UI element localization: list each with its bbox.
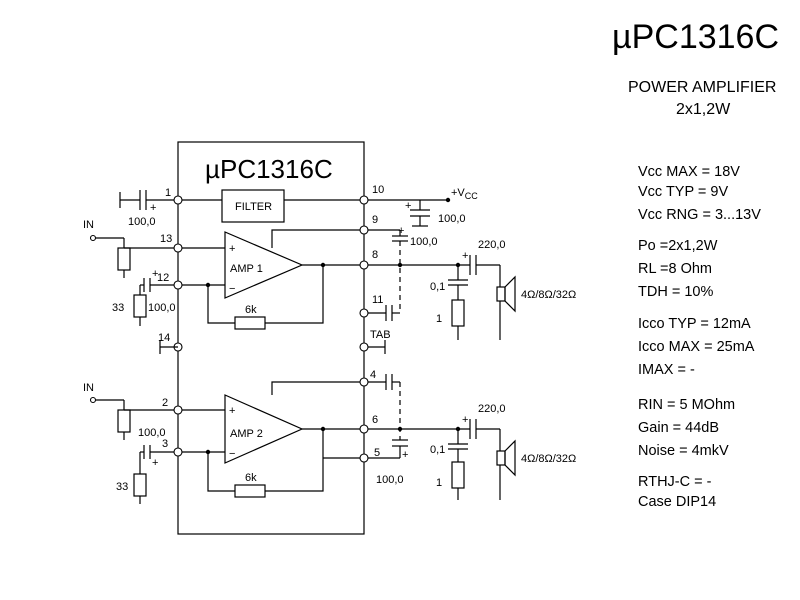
- nf-network-1: +: [133, 268, 174, 326]
- spec-tdh: TDH = 10%: [638, 284, 713, 300]
- pin-4: 4: [370, 369, 376, 381]
- amp1-fb-label: 6k: [245, 304, 257, 316]
- speaker2-value: 4Ω/8Ω/32Ω: [521, 453, 576, 465]
- zobel2-res-value: 1: [436, 477, 442, 489]
- amp1-fb-right: [265, 265, 324, 324]
- zobel-1: [448, 265, 468, 340]
- output-capacitor-2: +: [462, 414, 500, 439]
- pin-13: 13: [160, 233, 172, 245]
- chip-label: µPC1316C: [205, 154, 333, 184]
- pin-6: 6: [372, 414, 378, 426]
- filter-label: FILTER: [235, 201, 272, 213]
- spec-vcc-typ: Vcc TYP = 9V: [638, 184, 728, 200]
- output-capacitor-1: +: [462, 250, 500, 275]
- spec-vcc-max: Vcc MAX = 18V: [638, 164, 740, 180]
- amp2-fb-resistor: [234, 484, 266, 498]
- out2-cap-value: 220,0: [478, 403, 506, 415]
- spec-po: Po =2x1,2W: [638, 238, 718, 254]
- svg-text:+: +: [402, 449, 408, 461]
- spec-icco-max: Icco MAX = 25mA: [638, 339, 755, 355]
- nf1-cap-value: 100,0: [148, 302, 176, 314]
- bootstrap-capacitor-2: [368, 374, 400, 390]
- subtitle: POWER AMPLIFIER: [628, 79, 776, 96]
- svg-text:+: +: [150, 202, 156, 214]
- speaker-1: [496, 265, 516, 340]
- nf-network-2: +: [133, 445, 174, 504]
- zobel1-cap-value: 0,1: [430, 281, 445, 293]
- speaker-2: [496, 429, 516, 500]
- nf1-res-value: 33: [112, 302, 124, 314]
- spec-rin: RIN = 5 MOhm: [638, 397, 735, 413]
- boot1-cap-value: 100,0: [410, 236, 438, 248]
- pin-11: 11: [372, 294, 383, 306]
- spec-gain: Gain = 44dB: [638, 420, 719, 436]
- in2-label: IN: [83, 382, 94, 394]
- amp1-fb-resistor: [234, 316, 266, 330]
- part-number-title: µPC1316C: [612, 18, 779, 56]
- svg-text:+: +: [398, 225, 404, 237]
- vcc-capacitor: +: [405, 200, 430, 227]
- input-1: [89, 234, 174, 278]
- spec-imax: IMAX = -: [638, 362, 695, 378]
- filter-capacitor: +: [119, 190, 174, 214]
- pin5-capacitor: +: [368, 439, 408, 461]
- amp2-label: AMP 2: [230, 428, 263, 440]
- pin-tab: TAB: [370, 329, 391, 341]
- pin-10: 10: [372, 184, 384, 196]
- spec-vcc-rng: Vcc RNG = 3...13V: [638, 207, 761, 223]
- boot2-cap-value: 100,0: [376, 474, 404, 486]
- in1-label: IN: [83, 219, 94, 231]
- zobel1-res-value: 1: [436, 313, 442, 325]
- svg-text:+: +: [462, 414, 468, 426]
- svg-text:+: +: [152, 457, 158, 469]
- amp1-minus: −: [229, 283, 235, 295]
- zobel2-cap-value: 0,1: [430, 444, 445, 456]
- nf2-cap-value: 100,0: [138, 427, 166, 439]
- filter-cap-value: 100,0: [128, 216, 156, 228]
- pin-12: 12: [157, 272, 169, 284]
- amp2-boot-wire: [271, 381, 364, 395]
- pin-5: 5: [374, 447, 380, 459]
- spec-list: Vcc MAX = 18V Vcc TYP = 9V Vcc RNG = 3...1…: [638, 164, 761, 510]
- vcc-cap-value: 100,0: [438, 213, 466, 225]
- pin-1: 1: [165, 187, 171, 199]
- pin-8: 8: [372, 249, 378, 261]
- input-2: [89, 396, 174, 440]
- bootstrap-capacitor-1: +: [368, 225, 408, 242]
- power-rating: 2x1,2W: [676, 101, 731, 118]
- nf2-res-value: 33: [116, 481, 128, 493]
- vcc-label: +VCC: [451, 187, 478, 201]
- amp1-label: AMP 1: [230, 263, 263, 275]
- amp1-triangle: [224, 231, 304, 299]
- pin-nodes: [173, 195, 369, 463]
- pin-14: 14: [158, 332, 170, 344]
- amp2-fb-label: 6k: [245, 472, 257, 484]
- out1-cap-value: 220,0: [478, 239, 506, 251]
- pin-3: 3: [162, 438, 168, 450]
- amp1-plus: +: [229, 243, 235, 255]
- amp2-triangle: [224, 394, 304, 464]
- speaker1-value: 4Ω/8Ω/32Ω: [521, 289, 576, 301]
- chip-body: [177, 141, 365, 535]
- spec-case: Case DIP14: [638, 494, 716, 510]
- spec-noise: Noise = 4mkV: [638, 443, 729, 459]
- amp2-fb-right: [265, 429, 324, 492]
- spec-icco-typ: Icco TYP = 12mA: [638, 316, 751, 332]
- filter-block: [221, 189, 285, 223]
- amp2-plus: +: [229, 405, 235, 417]
- amp2-minus: −: [229, 448, 235, 460]
- zobel-2: [448, 429, 468, 500]
- amp1-fb-left: [207, 285, 235, 324]
- pin-2: 2: [162, 397, 168, 409]
- spec-rthj: RTHJ-C = -: [638, 474, 712, 490]
- svg-text:+: +: [405, 200, 411, 212]
- amp2-fb-left: [207, 452, 235, 492]
- pin-9: 9: [372, 214, 378, 226]
- pin11-capacitor: [368, 305, 400, 321]
- svg-text:+: +: [152, 268, 158, 280]
- svg-text:+: +: [462, 250, 468, 262]
- amp1-boot-wire: [271, 229, 364, 248]
- spec-rl: RL =8 Ohm: [638, 261, 712, 277]
